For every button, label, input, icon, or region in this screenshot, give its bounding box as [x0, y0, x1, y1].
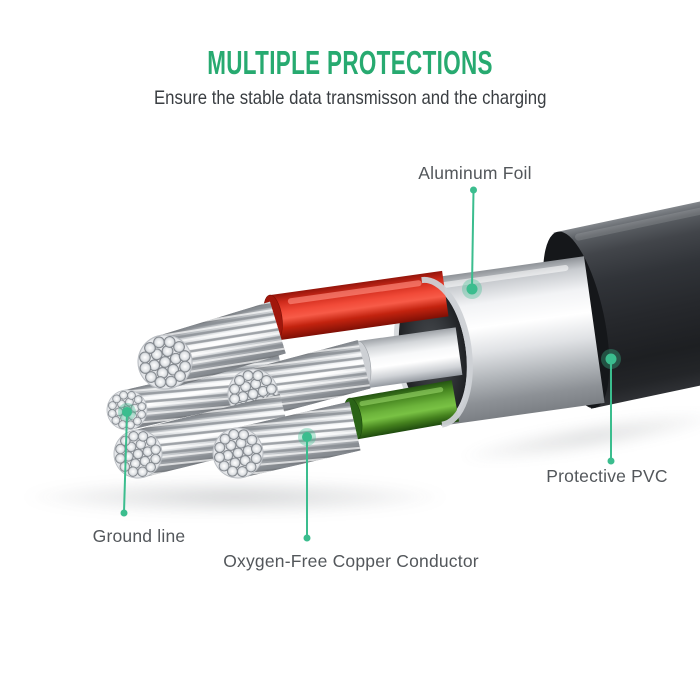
- copper-conductor-leader: [298, 428, 316, 542]
- foil-near-lip: [421, 276, 473, 428]
- protective-pvc-leader: [601, 349, 621, 465]
- label-copper-conductor: Oxygen-Free Copper Conductor: [223, 551, 479, 571]
- copper-bundle-green-conductor: [206, 401, 361, 485]
- label-aluminum-foil: Aluminum Foil: [418, 163, 532, 183]
- page-subtitle: Ensure the stable data transmisson and t…: [153, 87, 547, 109]
- aluminum-foil-leader: [462, 186, 482, 299]
- cable-shadow: [20, 411, 700, 515]
- label-protective-pvc: Protective PVC: [546, 466, 668, 486]
- page-title: MULTIPLE PROTECTIONS: [207, 44, 493, 81]
- copper-bundle-red-conductor: [130, 301, 286, 397]
- label-ground-line: Ground line: [92, 526, 186, 546]
- ground-line-leader: [118, 403, 136, 517]
- copper-bundle-lower-left: [107, 393, 292, 485]
